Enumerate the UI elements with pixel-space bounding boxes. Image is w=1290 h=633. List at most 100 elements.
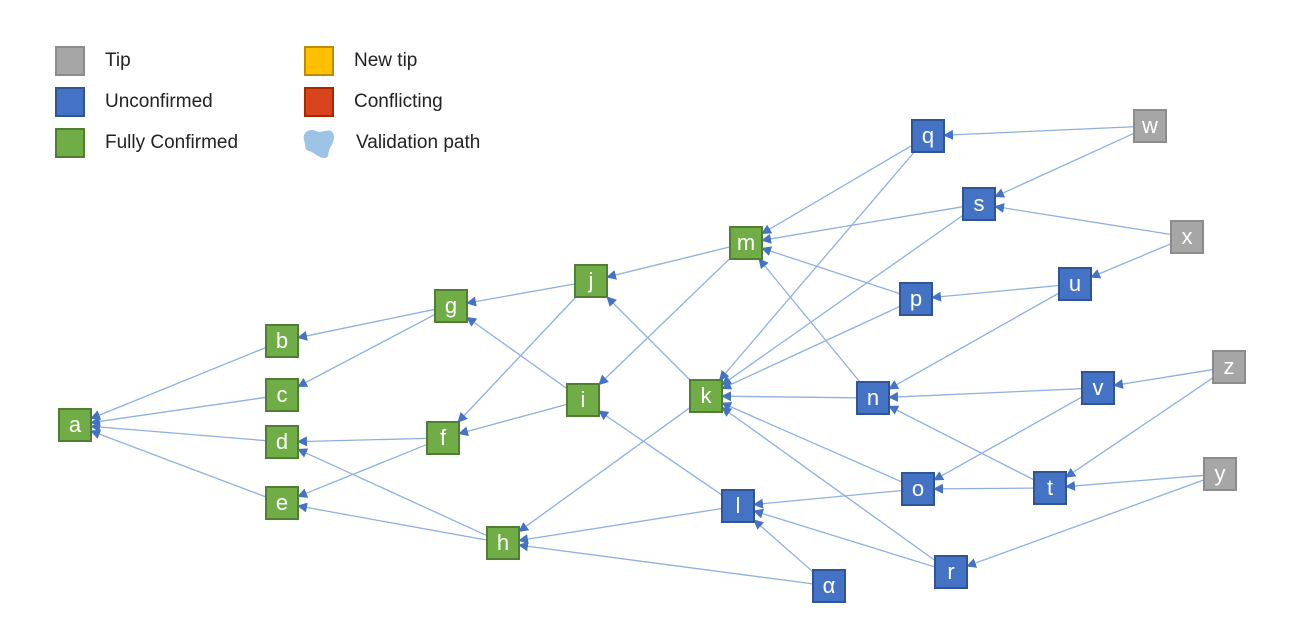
legend: Tip Unconfirmed Fully Confirmed New tip … — [0, 0, 560, 170]
edge-g-to-b — [297, 308, 436, 341]
edge-x-to-s — [994, 203, 1172, 236]
node-l: l — [721, 489, 755, 523]
node-label: b — [276, 328, 288, 353]
legend-label-tip: Tip — [105, 50, 131, 71]
node-box — [265, 324, 299, 358]
node-label: x — [1182, 224, 1193, 249]
edge-g-to-c — [297, 313, 436, 388]
edge-q-to-m — [761, 144, 913, 235]
node-i: i — [566, 383, 600, 417]
node-label: u — [1069, 271, 1081, 296]
node-label: h — [497, 530, 509, 555]
edge-q-to-k — [719, 151, 915, 381]
edge-c-to-a — [90, 396, 267, 427]
node-v: v — [1081, 371, 1115, 405]
node-box — [1033, 471, 1067, 505]
node-q: q — [911, 119, 945, 153]
node-label: m — [737, 230, 755, 255]
node-label: e — [276, 490, 288, 515]
edge-alpha-to-l — [753, 519, 814, 573]
fully-confirmed-swatch — [55, 128, 85, 158]
node-k: k — [689, 379, 723, 413]
node-m: m — [729, 226, 763, 260]
edge-y-to-r — [966, 479, 1205, 568]
node-box — [1081, 371, 1115, 405]
node-label: w — [1141, 113, 1158, 138]
node-box — [729, 226, 763, 260]
node-label: t — [1047, 475, 1053, 500]
node-box — [856, 381, 890, 415]
legend-item-unconfirmed: Unconfirmed — [55, 85, 213, 119]
edge-m-to-i — [598, 257, 731, 386]
edge-k-to-h — [518, 407, 691, 533]
node-box — [1170, 220, 1204, 254]
node-label: l — [736, 493, 741, 518]
node-box — [1133, 109, 1167, 143]
edge-k-to-j — [606, 296, 691, 381]
node-box — [58, 408, 92, 442]
edge-f-to-e — [297, 443, 428, 498]
node-label: s — [974, 191, 985, 216]
legend-item-validation-path: Validation path — [300, 126, 480, 160]
edge-s-to-k — [721, 214, 964, 386]
edge-l-to-h — [518, 507, 723, 545]
node-box — [721, 489, 755, 523]
edge-m-to-j — [606, 246, 731, 280]
edge-x-to-u — [1090, 243, 1172, 279]
node-j: j — [574, 264, 608, 298]
node-label: j — [588, 268, 594, 293]
edge-d-to-a — [90, 422, 267, 442]
edge-j-to-g — [466, 283, 576, 307]
legend-item-fully-confirmed: Fully Confirmed — [55, 126, 238, 160]
node-box — [962, 187, 996, 221]
edge-l-to-i — [598, 410, 723, 496]
node-z: z — [1212, 350, 1246, 384]
node-label: p — [910, 286, 922, 311]
node-label: o — [912, 476, 924, 501]
node-b: b — [265, 324, 299, 358]
edge-r-to-l — [753, 508, 936, 568]
new-tip-swatch — [304, 46, 334, 76]
node-label: f — [440, 425, 447, 450]
node-label: z — [1224, 354, 1235, 379]
node-box — [911, 119, 945, 153]
edge-h-to-e — [297, 502, 488, 541]
node-alpha: α — [812, 569, 846, 603]
edge-p-to-k — [721, 305, 901, 390]
node-box — [426, 421, 460, 455]
node-u: u — [1058, 267, 1092, 301]
edge-o-to-k — [721, 402, 903, 483]
node-box — [265, 486, 299, 520]
node-label: d — [276, 429, 288, 454]
node-box — [812, 569, 846, 603]
node-box — [1058, 267, 1092, 301]
node-label: k — [701, 383, 713, 408]
edge-z-to-t — [1065, 377, 1214, 478]
node-d: d — [265, 425, 299, 459]
node-e: e — [265, 486, 299, 520]
legend-label-fully-confirmed: Fully Confirmed — [105, 132, 239, 153]
edge-h-to-d — [297, 448, 488, 537]
node-label: y — [1215, 461, 1226, 486]
node-box — [901, 472, 935, 506]
edge-s-to-m — [761, 206, 964, 244]
edge-e-to-a — [90, 429, 267, 498]
node-w: w — [1133, 109, 1167, 143]
tip-swatch — [55, 46, 85, 76]
edge-v-to-n — [888, 388, 1083, 402]
edge-z-to-v — [1113, 368, 1214, 389]
node-box — [934, 555, 968, 589]
edge-n-to-m — [758, 258, 861, 383]
node-x: x — [1170, 220, 1204, 254]
edge-f-to-d — [297, 436, 428, 447]
node-label: r — [947, 559, 954, 584]
node-o: o — [901, 472, 935, 506]
edge-p-to-m — [761, 246, 901, 295]
node-box — [1203, 457, 1237, 491]
edge-y-to-t — [1065, 474, 1205, 491]
legend-label-conflicting: Conflicting — [354, 91, 443, 112]
legend-item-conflicting: Conflicting — [304, 85, 443, 119]
node-label: i — [581, 387, 586, 412]
legend-item-tip: Tip — [55, 44, 131, 78]
